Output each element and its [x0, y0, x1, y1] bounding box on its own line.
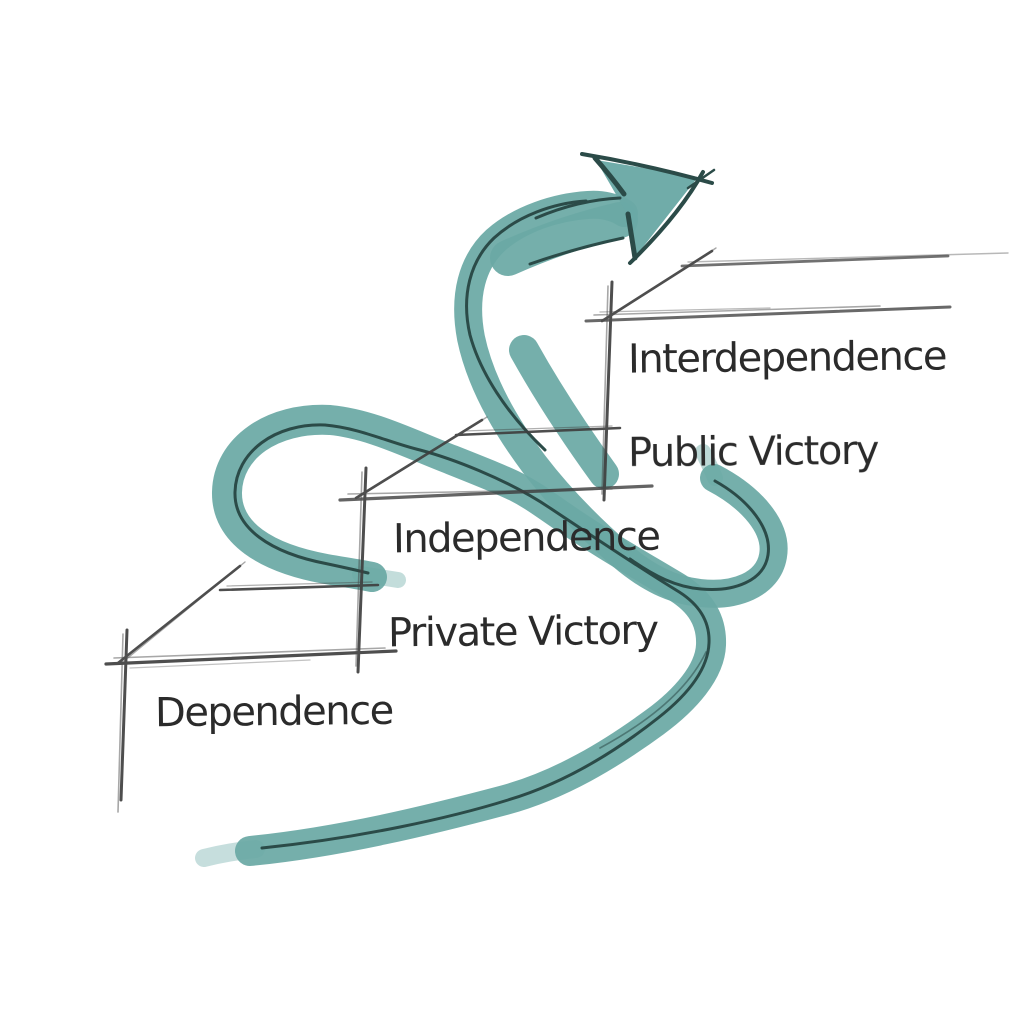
step1-top-edge-echo2	[129, 659, 311, 669]
stage-label-independence: Independence	[392, 513, 660, 563]
step1-back-edge	[218, 583, 380, 592]
step2-depth-diagonal-echo	[361, 416, 488, 496]
step1-depth-diagonal-echo	[123, 561, 246, 662]
step2-top-edge-echo	[347, 488, 613, 495]
step2-back-edge-echo	[462, 425, 613, 432]
step2-riser	[356, 466, 368, 674]
swirl-main-line	[233, 423, 711, 850]
victory-label-private: Private Victory	[387, 607, 658, 657]
step1-depth-diagonal	[116, 564, 242, 665]
stage-label-interdependence: Interdependence	[627, 333, 947, 383]
victory-label-public: Public Victory	[627, 427, 879, 477]
corridor-widener	[509, 335, 619, 489]
step2-riser-echo	[355, 471, 363, 667]
arrowhead-barb-top-inner	[592, 155, 627, 197]
step-1	[104, 561, 398, 813]
arrow-shaft-widener	[490, 202, 638, 276]
arrowhead-barb-bottom-inner	[625, 211, 638, 261]
step3-back-edge-echo	[687, 252, 1009, 263]
step1-top-edge	[104, 649, 398, 666]
stage-label-dependence: Dependence	[154, 687, 393, 737]
step2-top-edge	[338, 484, 654, 502]
arrowhead-icon	[596, 160, 698, 256]
step3-top-edge	[584, 305, 952, 323]
step3-depth-diagonal-echo	[607, 247, 717, 319]
step2-depth-diagonal	[354, 418, 484, 500]
step3-top-edge-echo	[593, 305, 881, 316]
shaft-top-edge	[534, 196, 622, 220]
arrowhead-tip-tick	[686, 168, 716, 190]
staircase-sketch	[104, 247, 1009, 813]
step3-top-edge-echo2	[599, 307, 771, 313]
step1-riser	[119, 628, 129, 802]
step-3	[584, 247, 1009, 502]
step3-depth-diagonal	[600, 249, 714, 323]
step3-back-edge	[680, 254, 950, 268]
right-loop-line	[628, 479, 770, 591]
swirl-echo-line	[599, 651, 707, 749]
swirl-charcoal-lines	[233, 152, 770, 850]
shaft-bottom-edge	[528, 236, 625, 266]
step2-back-edge	[454, 426, 622, 437]
step3-riser	[602, 280, 614, 502]
step1-top-edge-echo	[113, 647, 386, 659]
step-2	[338, 416, 654, 674]
left-loop-end-feather	[352, 566, 406, 588]
c-curve-line	[465, 199, 588, 452]
step1-back-edge-echo	[226, 581, 373, 587]
